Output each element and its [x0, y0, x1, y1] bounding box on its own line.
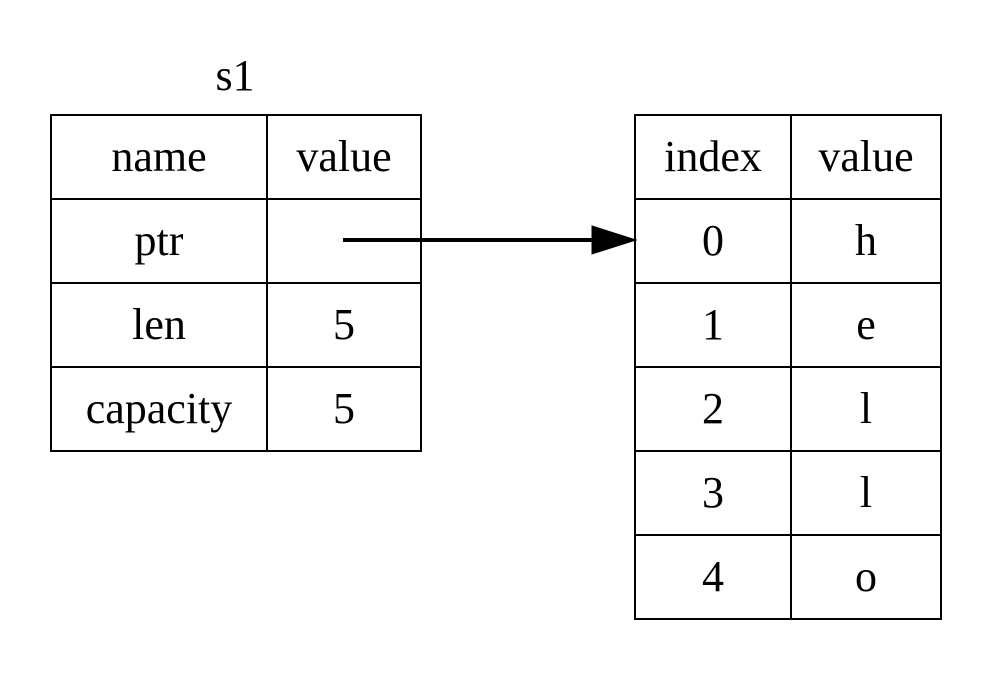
table-row: 2 l [634, 366, 942, 452]
struct-header-value-label: value [296, 132, 392, 181]
buffer-row-1-value-label: e [856, 300, 876, 349]
buffer-row-3-value-label: l [859, 468, 873, 517]
arrow-head [591, 225, 638, 255]
struct-row-len-name: len [50, 282, 268, 368]
buffer-header-index-label: index [664, 132, 762, 181]
buffer-row-4-value-label: o [855, 552, 877, 601]
table-row: 0 h [634, 198, 942, 284]
buffer-row-2-value: l [790, 366, 942, 452]
buffer-row-0-value: h [790, 198, 942, 284]
table-row: capacity 5 [50, 366, 422, 452]
struct-row-len-name-label: len [132, 300, 186, 349]
buffer-row-3-index-label: 3 [702, 468, 724, 517]
struct-row-len-value-label: 5 [333, 300, 355, 349]
buffer-row-4-value: o [790, 534, 942, 620]
buffer-header-value: value [790, 114, 942, 200]
table-row: 1 e [634, 282, 942, 368]
buffer-row-2-value-label: l [859, 384, 873, 433]
struct-row-ptr-value [266, 198, 422, 284]
buffer-row-1-index: 1 [634, 282, 792, 368]
buffer-row-0-value-label: h [855, 216, 877, 265]
table-row: 3 l [634, 450, 942, 536]
struct-header-value: value [266, 114, 422, 200]
struct-node-table: name value ptr len 5 [50, 114, 422, 452]
buffer-node-table: index value 0 h 1 e [634, 114, 942, 620]
struct-node-caption: s1 [215, 51, 255, 100]
buffer-row-4-index: 4 [634, 534, 792, 620]
buffer-row-0-index: 0 [634, 198, 792, 284]
struct-header-name: name [50, 114, 268, 200]
table-row: ptr [50, 198, 422, 284]
buffer-row-0-index-label: 0 [702, 216, 724, 265]
buffer-header-value-label: value [818, 132, 914, 181]
buffer-row-3-index: 3 [634, 450, 792, 536]
buffer-header-index: index [634, 114, 792, 200]
struct-row-ptr-name-label: ptr [134, 216, 184, 265]
table-header-row: name value [50, 114, 422, 200]
table-row: 4 o [634, 534, 942, 620]
buffer-row-3-value: l [790, 450, 942, 536]
struct-row-capacity-name: capacity [50, 366, 268, 452]
table-header-row: index value [634, 114, 942, 200]
struct-row-capacity-value-label: 5 [333, 384, 355, 433]
struct-row-capacity-value: 5 [266, 366, 422, 452]
buffer-row-1-index-label: 1 [702, 300, 724, 349]
struct-row-ptr-name: ptr [50, 198, 268, 284]
buffer-row-1-value: e [790, 282, 942, 368]
buffer-row-2-index: 2 [634, 366, 792, 452]
table-row: len 5 [50, 282, 422, 368]
buffer-row-2-index-label: 2 [702, 384, 724, 433]
buffer-row-4-index-label: 4 [702, 552, 724, 601]
struct-header-name-label: name [111, 132, 207, 181]
struct-row-len-value: 5 [266, 282, 422, 368]
struct-row-capacity-name-label: capacity [85, 384, 233, 433]
